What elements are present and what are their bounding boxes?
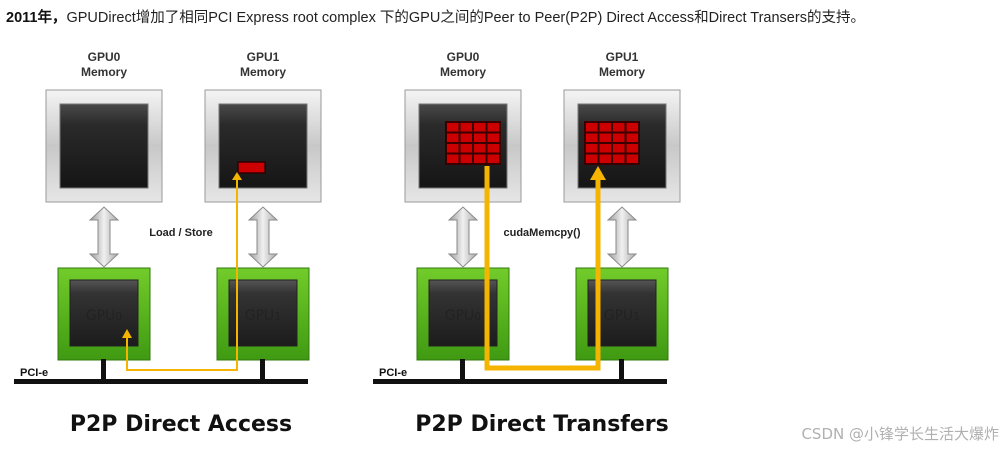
intro-body: GPUDirect增加了相同PCI Express root complex 下… [66, 10, 865, 26]
left-path-arrowhead-memory [232, 172, 242, 180]
right-gpu1-memory-arrow [607, 206, 637, 268]
right-gpu1-memory-label-line1: GPU1 [606, 50, 639, 64]
left-data-block [237, 161, 266, 174]
right-bus-stub-gpu0 [460, 359, 465, 381]
right-source-data-cell [487, 154, 499, 163]
right-transfer-path [484, 166, 601, 371]
right-panel-title: P2P Direct Transfers [415, 412, 668, 437]
right-bus-stub-gpu1 [619, 359, 624, 381]
right-destination-data-cell [599, 133, 611, 142]
left-gpu1-memory-block [204, 89, 322, 203]
left-bus-stub-gpu1 [260, 359, 265, 381]
left-gpu0-memory-block [45, 89, 163, 203]
right-source-data-cell [487, 133, 499, 142]
left-gpu1-memory-label-line2: Memory [240, 65, 286, 79]
right-source-data-cell [447, 133, 459, 142]
left-gpu1-memory-label-line1: GPU1 [247, 50, 280, 64]
right-destination-data-cell [626, 123, 638, 132]
right-arrow-label: cudaMemcpy() [503, 227, 580, 239]
right-destination-data-cell [613, 144, 625, 153]
right-source-data-cell [474, 154, 486, 163]
right-bus-label: PCI-e [379, 367, 407, 379]
right-transfer-arrowhead [590, 166, 606, 180]
right-source-data-cell [460, 154, 472, 163]
right-source-data-cell [474, 123, 486, 132]
left-bus-label: PCI-e [20, 367, 48, 379]
right-source-data-grid [445, 121, 501, 165]
right-source-data-cell [447, 154, 459, 163]
right-destination-data-cell [586, 123, 598, 132]
right-source-data-cell [474, 133, 486, 142]
right-gpu1-chip-label: GPU1 [604, 308, 641, 324]
left-bus-stub-gpu0 [101, 359, 106, 381]
right-gpu0-memory-arrow [448, 206, 478, 268]
right-source-data-cell [487, 123, 499, 132]
left-load-store-path [126, 179, 238, 371]
right-destination-data-cell [626, 144, 638, 153]
right-destination-data-grid [584, 121, 640, 165]
left-arrow-label: Load / Store [149, 227, 213, 239]
right-source-data-cell [447, 123, 459, 132]
right-pcie-bus [373, 379, 667, 384]
left-pcie-bus [14, 379, 308, 384]
intro-year: 2011年， [6, 10, 67, 26]
left-gpu0-chip-label: GPU0 [86, 308, 123, 324]
left-gpu0-memory-label-line2: Memory [81, 65, 127, 79]
right-destination-data-cell [613, 133, 625, 142]
right-source-data-cell [447, 144, 459, 153]
right-destination-data-cell [586, 154, 598, 163]
right-source-data-cell [460, 133, 472, 142]
left-gpu0-memory-label-line1: GPU0 [88, 50, 121, 64]
right-panel: GPU0 Memory GPU1 Memory cudaMemcpy() GPU… [373, 50, 681, 437]
left-panel: GPU0 Memory GPU1 Memory Load / Store GPU… [14, 50, 322, 437]
right-destination-data-cell [599, 123, 611, 132]
right-gpu0-chip-label: GPU0 [445, 308, 482, 324]
csdn-watermark: CSDN @小锋学长生活大爆炸 [801, 425, 999, 443]
left-panel-title: P2P Direct Access [70, 412, 292, 437]
right-destination-data-cell [626, 154, 638, 163]
right-destination-data-cell [613, 123, 625, 132]
right-destination-data-cell [586, 133, 598, 142]
left-gpu0-memory-arrow [89, 206, 119, 268]
left-path-arrowhead-gpu0 [122, 329, 132, 338]
right-gpu0-memory-label-line1: GPU0 [447, 50, 480, 64]
right-source-data-cell [487, 144, 499, 153]
right-source-data-cell [460, 144, 472, 153]
right-destination-data-cell [599, 144, 611, 153]
left-gpu1-memory-arrow [248, 206, 278, 268]
right-gpu0-memory-label-line2: Memory [440, 65, 486, 79]
intro-text: 2011年，GPUDirect增加了相同PCI Express root com… [6, 8, 1005, 28]
right-destination-data-cell [599, 154, 611, 163]
right-destination-data-cell [626, 133, 638, 142]
right-gpu1-memory-label-line2: Memory [599, 65, 645, 79]
right-destination-data-cell [586, 144, 598, 153]
right-destination-data-cell [613, 154, 625, 163]
left-gpu1-chip-label: GPU1 [245, 308, 282, 324]
right-source-data-cell [460, 123, 472, 132]
right-source-data-cell [474, 144, 486, 153]
